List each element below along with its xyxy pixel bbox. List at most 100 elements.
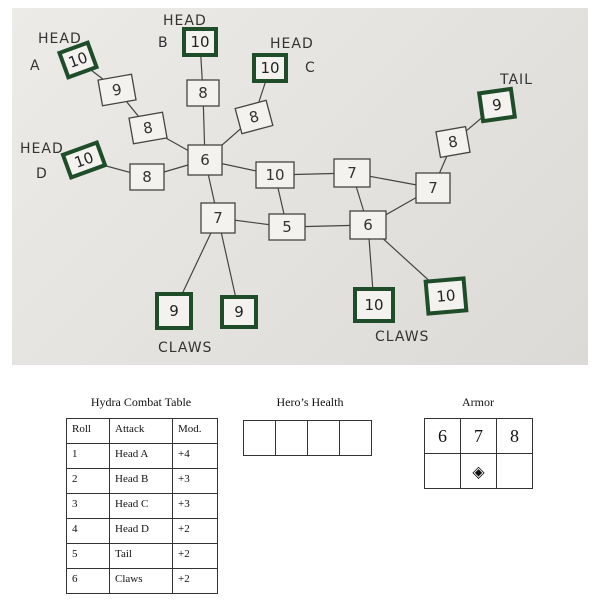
- armor-value[interactable]: 6: [424, 418, 461, 454]
- node[interactable]: 9: [97, 73, 137, 107]
- mod-cell: +3: [172, 468, 218, 494]
- node-value: 10: [72, 148, 96, 171]
- armor-marker-icon: ◈: [472, 463, 485, 481]
- column-header: Mod.: [172, 418, 218, 444]
- table-header-row: Roll Attack Mod.: [66, 418, 218, 444]
- hydra-diagram: HEAD A HEAD B HEAD C HEAD D TAIL CLAWS C…: [20, 13, 533, 356]
- attack-cell: Tail: [109, 543, 173, 569]
- node-value: 10: [436, 286, 457, 306]
- mod-cell: +2: [172, 543, 218, 569]
- node-value: 8: [142, 118, 155, 137]
- node-claw[interactable]: 10: [353, 287, 395, 323]
- node[interactable]: 8: [435, 125, 471, 159]
- node-head-d[interactable]: 10: [60, 140, 108, 180]
- roll-cell: 1: [66, 443, 110, 469]
- attack-cell: Head C: [109, 493, 173, 519]
- armor-marker-slot[interactable]: [424, 453, 461, 489]
- node[interactable]: 7: [333, 158, 371, 188]
- health-box[interactable]: [243, 420, 276, 456]
- label-claws-right: CLAWS: [375, 329, 429, 345]
- armor-marker-slot[interactable]: [496, 453, 533, 489]
- node-value: 8: [198, 84, 208, 102]
- node[interactable]: 6: [349, 210, 387, 240]
- hero-health-track: [243, 420, 372, 456]
- roll-cell: 6: [66, 568, 110, 594]
- health-box[interactable]: [275, 420, 308, 456]
- node-value: 10: [260, 59, 279, 77]
- node-value: 6: [363, 216, 373, 234]
- label-head-b: HEAD: [163, 13, 207, 29]
- label-head-a: HEAD: [38, 31, 82, 47]
- health-title: Hero’s Health: [276, 395, 344, 409]
- health-box[interactable]: [307, 420, 340, 456]
- column-header: Attack: [109, 418, 173, 444]
- label-b: B: [158, 35, 169, 51]
- node-value: 5: [282, 218, 292, 236]
- label-tail: TAIL: [499, 72, 533, 88]
- mod-cell: +4: [172, 443, 218, 469]
- roll-cell: 2: [66, 468, 110, 494]
- roll-cell: 4: [66, 518, 110, 544]
- node-value: 9: [111, 80, 124, 99]
- armor-value[interactable]: 8: [496, 418, 533, 454]
- armor-track: 6 7 8 ◈: [424, 418, 533, 489]
- node[interactable]: 10: [255, 161, 295, 189]
- node-center[interactable]: 6: [187, 144, 223, 176]
- node-head-c[interactable]: 10: [252, 53, 288, 83]
- node-value: 10: [190, 33, 209, 51]
- label-a: A: [30, 58, 41, 74]
- node[interactable]: 8: [186, 79, 220, 107]
- node-value: 10: [66, 48, 90, 71]
- label-head-c: HEAD: [270, 36, 314, 52]
- hydra-diagram-photo: HEAD A HEAD B HEAD C HEAD D TAIL CLAWS C…: [12, 8, 588, 365]
- label-c: C: [305, 60, 316, 76]
- node-value: 7: [347, 164, 357, 182]
- combat-table-title: Hydra Combat Table: [90, 395, 192, 409]
- node-value: 8: [142, 168, 152, 186]
- attack-cell: Head A: [109, 443, 173, 469]
- node-value: 10: [364, 296, 383, 314]
- node[interactable]: 7: [415, 172, 451, 204]
- node-value: 8: [247, 107, 261, 127]
- node-claw[interactable]: 9: [220, 295, 258, 329]
- armor-value[interactable]: 7: [460, 418, 497, 454]
- armor-marker-slot[interactable]: ◈: [460, 453, 497, 489]
- node-value: 9: [491, 95, 503, 114]
- node[interactable]: 7: [200, 202, 236, 234]
- node-value: 9: [234, 303, 244, 321]
- node-head-b[interactable]: 10: [182, 27, 218, 57]
- attack-cell: Claws: [109, 568, 173, 594]
- label-head-d: HEAD: [20, 141, 64, 157]
- roll-cell: 3: [66, 493, 110, 519]
- label-d: D: [36, 166, 48, 182]
- label-claws-left: CLAWS: [158, 340, 212, 356]
- node[interactable]: 5: [268, 213, 306, 241]
- node-claw[interactable]: 9: [155, 292, 193, 330]
- mod-cell: +2: [172, 518, 218, 544]
- node-tail[interactable]: 9: [476, 86, 518, 124]
- mod-cell: +2: [172, 568, 218, 594]
- column-header: Roll: [66, 418, 110, 444]
- node-value: 8: [447, 132, 460, 151]
- armor-title: Armor: [462, 395, 494, 409]
- attack-cell: Head B: [109, 468, 173, 494]
- node-value: 6: [200, 151, 210, 169]
- node-value: 7: [428, 179, 438, 197]
- node[interactable]: 8: [234, 99, 274, 135]
- node[interactable]: 8: [128, 111, 168, 145]
- roll-cell: 5: [66, 543, 110, 569]
- attack-cell: Head D: [109, 518, 173, 544]
- node-head-a[interactable]: 10: [56, 40, 100, 80]
- health-box[interactable]: [339, 420, 372, 456]
- node[interactable]: 8: [129, 163, 165, 191]
- node-value: 10: [265, 166, 284, 184]
- node-claw[interactable]: 10: [423, 276, 469, 316]
- node-value: 7: [213, 209, 223, 227]
